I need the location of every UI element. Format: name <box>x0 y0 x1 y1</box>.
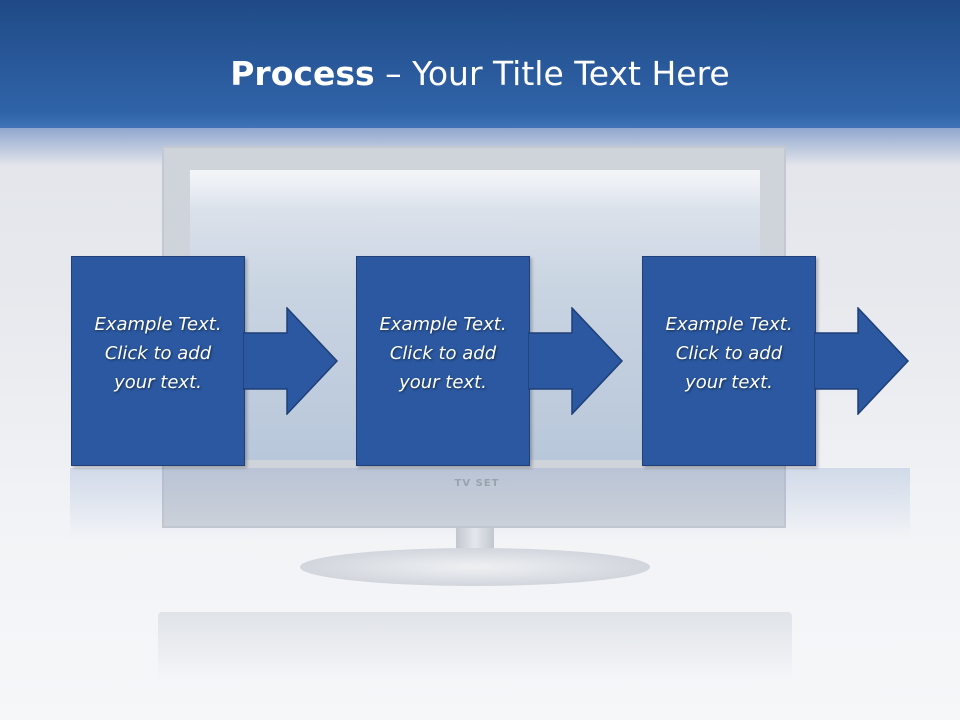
process-arrow-icon <box>814 307 910 415</box>
background-monitor-brand: TV SET <box>454 478 500 489</box>
background-screen-shine <box>190 170 760 210</box>
process-step-box[interactable] <box>356 256 530 466</box>
process-step-text[interactable]: Example Text. Click to add your text. <box>71 310 245 397</box>
title-bar <box>0 0 960 128</box>
step-text-line: Click to add <box>675 343 783 364</box>
step-text-line: Example Text. <box>94 314 222 335</box>
process-step-text[interactable]: Example Text. Click to add your text. <box>642 310 816 397</box>
process-arrow-icon <box>528 307 624 415</box>
step-text-line: Example Text. <box>379 314 507 335</box>
process-step-box[interactable] <box>642 256 816 466</box>
background-monitor-shadow <box>158 612 792 682</box>
background-monitor-stand <box>300 548 650 586</box>
slide-title-bold: Process <box>230 54 375 93</box>
slide-title: Process – Your Title Text Here <box>0 52 960 96</box>
step-text-line: Click to add <box>104 343 212 364</box>
step-text-line: Click to add <box>389 343 497 364</box>
step-text-line: your text. <box>685 372 773 393</box>
slide-title-rest: – Your Title Text Here <box>374 54 730 93</box>
step-text-line: your text. <box>114 372 202 393</box>
step-text-line: your text. <box>399 372 487 393</box>
background-reflection <box>70 468 910 538</box>
process-step-text[interactable]: Example Text. Click to add your text. <box>356 310 530 397</box>
step-text-line: Example Text. <box>665 314 793 335</box>
process-arrow-icon <box>243 307 339 415</box>
